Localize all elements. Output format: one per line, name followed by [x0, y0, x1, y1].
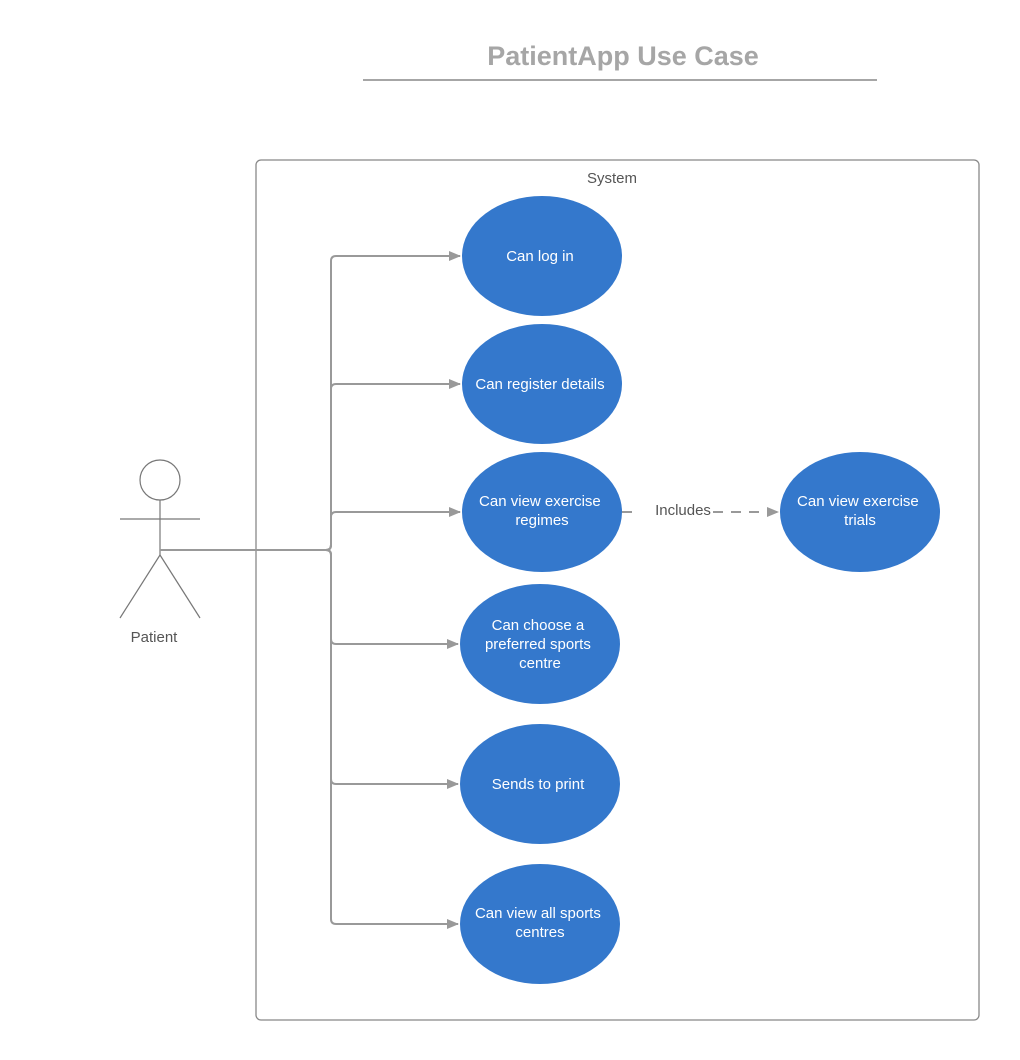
- use-case-label: Can log in: [506, 248, 574, 265]
- use-case-ellipse: [460, 864, 620, 984]
- use-case-choose-centre: Can choose a preferred sports centre: [460, 584, 620, 704]
- use-case-label-line: Can register details: [475, 376, 604, 393]
- use-case-label-line: Can view exercise: [797, 493, 919, 510]
- use-case-ellipse: [460, 584, 620, 704]
- association-view-centres: [160, 549, 459, 929]
- use-case-label-line: trials: [844, 512, 876, 529]
- use-case-label-line: Can view all sports: [475, 905, 601, 922]
- system-label: System: [587, 170, 637, 187]
- diagram-title: PatientApp Use Case: [487, 41, 759, 71]
- use-case-label-line: centres: [515, 924, 564, 941]
- association-connectors: [160, 251, 461, 929]
- use-case-label: Sends to print: [492, 776, 585, 793]
- use-case-label-line: Can view exercise: [479, 493, 601, 510]
- use-case-label: Can view exercise regimes: [479, 493, 605, 529]
- use-case-label-line: Can choose a: [492, 617, 585, 634]
- use-case-label-line: preferred sports: [485, 636, 591, 653]
- use-case-label: Can register details: [475, 376, 604, 393]
- association-login: [160, 251, 461, 551]
- association-view-regimes: [160, 507, 461, 551]
- use-case-print: Sends to print: [460, 724, 620, 844]
- use-case-label: Can view exercise trials: [797, 493, 923, 529]
- association-print: [160, 549, 459, 789]
- use-case-label-line: Can log in: [506, 248, 574, 265]
- actor-right-leg: [159, 554, 201, 619]
- actor-label: Patient: [131, 629, 179, 646]
- use-case-view-centres: Can view all sports centres: [460, 864, 620, 984]
- include-label: Includes: [655, 502, 711, 519]
- use-case-ellipse: [462, 196, 622, 316]
- association-register: [160, 379, 461, 551]
- use-case-ellipse: [780, 452, 940, 572]
- use-case-label-line: Sends to print: [492, 776, 585, 793]
- use-case-label-line: regimes: [515, 512, 568, 529]
- actor-head: [139, 459, 181, 501]
- use-case-label: Can choose a preferred sports centre: [485, 617, 595, 672]
- system-boundary: [255, 159, 980, 1021]
- include-relation: Includes: [622, 502, 779, 519]
- use-case-label: Can view all sports centres: [475, 905, 605, 941]
- use-case-login: Can log in: [462, 196, 622, 316]
- use-case-ellipse: [460, 724, 620, 844]
- association-choose-centre: [160, 549, 459, 649]
- use-case-ellipse: [462, 324, 622, 444]
- use-case-view-trials: Can view exercise trials: [780, 452, 940, 572]
- patient-actor: [119, 459, 201, 619]
- use-case-ellipse: [462, 452, 622, 572]
- actor-left-leg: [119, 554, 161, 619]
- use-case-view-regimes: Can view exercise regimes: [462, 452, 622, 572]
- use-case-label-line: centre: [519, 655, 561, 672]
- use-case-register: Can register details: [462, 324, 622, 444]
